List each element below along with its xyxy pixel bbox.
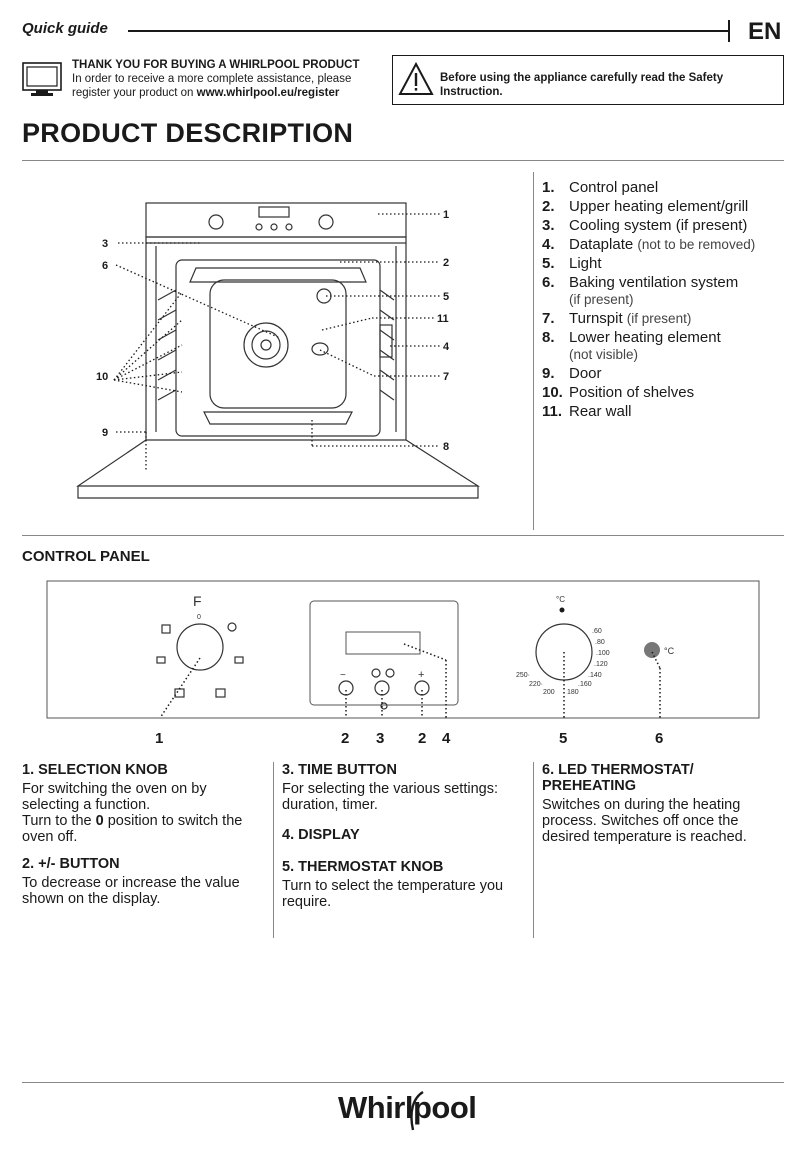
oven-diagram: 1 2 3 4 5 6 7 8 9 10 11 bbox=[76, 202, 481, 499]
led-heading-line1: 6. LED THERMOSTAT/ bbox=[542, 762, 694, 778]
legend-item: 8.Lower heating element bbox=[542, 329, 721, 346]
callout-11: 11 bbox=[437, 313, 449, 325]
register-url-link[interactable]: www.whirlpool.eu/register bbox=[196, 87, 340, 99]
register-title: THANK YOU FOR BUYING A WHIRLPOOL PRODUCT bbox=[72, 59, 360, 71]
callout-3: 3 bbox=[102, 238, 108, 250]
temp-label: .60 bbox=[592, 628, 602, 635]
description-column-2: 3. TIME BUTTON For selecting the various… bbox=[282, 762, 527, 910]
panel-callout-2b: 2 bbox=[418, 730, 427, 747]
callout-9: 9 bbox=[102, 427, 108, 439]
callout-7: 7 bbox=[443, 371, 449, 383]
legend-item: 5.Light bbox=[542, 255, 602, 272]
time-button-text: For selecting the various settings: dura… bbox=[282, 781, 498, 813]
legend-item: 9.Door bbox=[542, 365, 602, 382]
led-indicator bbox=[644, 642, 660, 658]
callout-4: 4 bbox=[443, 341, 450, 353]
selection-knob-text: For switching the oven on by selecting a… bbox=[22, 781, 207, 813]
callout-6: 6 bbox=[102, 260, 108, 272]
panel-callout-5: 5 bbox=[559, 730, 568, 747]
panel-callout-2: 2 bbox=[341, 730, 350, 747]
logo-swoosh-icon bbox=[410, 1090, 424, 1131]
panel-callout-1: 1 bbox=[155, 730, 164, 747]
callout-10: 10 bbox=[96, 371, 108, 383]
panel-callout-4: 4 bbox=[442, 730, 451, 747]
temp-label: 220· bbox=[529, 681, 543, 688]
temp-label: .100 bbox=[596, 650, 610, 657]
register-line2: register your product on www.whirlpool.e… bbox=[72, 87, 340, 99]
thermostat-knob-heading: 5. THERMOSTAT KNOB bbox=[282, 859, 444, 875]
title-rule bbox=[22, 160, 784, 161]
time-button-heading: 3. TIME BUTTON bbox=[282, 762, 397, 778]
description-column-3: 6. LED THERMOSTAT/ PREHEATING Switches o… bbox=[542, 762, 782, 845]
legend-item: 10.Position of shelves bbox=[542, 384, 695, 401]
legend-item: 7.Turnspit (if present) bbox=[542, 310, 692, 327]
description-column-1: 1. SELECTION KNOB For switching the oven… bbox=[22, 762, 262, 907]
legend-note: (if present) bbox=[569, 292, 634, 307]
selection-knob-text-2: Turn to the 0 position to switch the ove… bbox=[22, 813, 243, 845]
section-rule bbox=[22, 535, 784, 536]
warning-box bbox=[392, 55, 784, 105]
legend-item: 6.Baking ventilation system bbox=[542, 274, 739, 291]
thermostat-knob-text: Turn to select the temperature you requi… bbox=[282, 878, 504, 910]
panel-callout-3: 3 bbox=[376, 730, 385, 747]
legend-note: (not visible) bbox=[569, 347, 639, 362]
temp-label: .80 bbox=[595, 639, 605, 646]
parts-legend: 1.Control panel 2.Upper heating element/… bbox=[542, 178, 755, 421]
temp-label: .140 bbox=[588, 672, 602, 679]
legend-item: 1.Control panel bbox=[542, 179, 659, 196]
display-heading: 4. DISPLAY bbox=[282, 827, 360, 843]
callout-2: 2 bbox=[443, 257, 449, 269]
led-heading-line2: PREHEATING bbox=[542, 778, 636, 794]
warning-text: Before using the appliance carefully rea… bbox=[440, 72, 724, 98]
quick-guide-label: Quick guide bbox=[22, 20, 108, 37]
column-divider bbox=[533, 762, 534, 938]
footer-rule bbox=[22, 1082, 784, 1083]
legend-item: 11.Rear wall bbox=[542, 403, 632, 420]
knob-function-letter: F bbox=[193, 593, 202, 609]
computer-icon bbox=[22, 62, 62, 96]
control-panel-title: CONTROL PANEL bbox=[22, 548, 150, 565]
temp-label: .120 bbox=[594, 661, 608, 668]
register-line1: In order to receive a more complete assi… bbox=[72, 73, 352, 85]
control-panel-diagram: F 0 °C °C − + .60 .80 .100 .120 .140 .16… bbox=[46, 580, 760, 719]
callout-5: 5 bbox=[443, 291, 449, 303]
temp-label: 200 bbox=[543, 689, 555, 696]
selection-knob-heading: 1. SELECTION KNOB bbox=[22, 762, 168, 778]
temp-label: 250· bbox=[516, 672, 530, 679]
off-symbol-icon: 0 bbox=[95, 813, 104, 829]
led-unit: °C bbox=[664, 646, 675, 656]
legend-item: 2.Upper heating element/grill bbox=[542, 198, 749, 215]
knob-zero-mark: 0 bbox=[197, 614, 201, 621]
temp-label: .160 bbox=[578, 681, 592, 688]
plus-label: + bbox=[418, 669, 424, 681]
header-rule bbox=[128, 30, 728, 32]
legend-item: 3.Cooling system (if present) bbox=[542, 217, 748, 234]
plus-minus-text: To decrease or increase the value shown … bbox=[22, 875, 240, 907]
language-code: EN bbox=[748, 18, 782, 45]
temp-label: 180 bbox=[567, 689, 579, 696]
whirlpool-logo: Whirlpool bbox=[338, 1090, 477, 1125]
warning-icon bbox=[398, 62, 434, 95]
callout-1: 1 bbox=[443, 209, 449, 221]
header-tick bbox=[728, 20, 730, 42]
minus-label: − bbox=[340, 670, 346, 681]
legend-divider bbox=[533, 172, 534, 530]
thermostat-unit: °C bbox=[556, 595, 565, 604]
column-divider bbox=[273, 762, 274, 938]
plus-minus-heading: 2. +/- BUTTON bbox=[22, 856, 120, 872]
legend-item: 4.Dataplate (not to be removed) bbox=[542, 236, 756, 253]
callout-8: 8 bbox=[443, 441, 449, 453]
panel-callout-6: 6 bbox=[655, 730, 664, 747]
led-text: Switches on during the heating process. … bbox=[542, 797, 747, 845]
page-title: PRODUCT DESCRIPTION bbox=[22, 118, 354, 148]
